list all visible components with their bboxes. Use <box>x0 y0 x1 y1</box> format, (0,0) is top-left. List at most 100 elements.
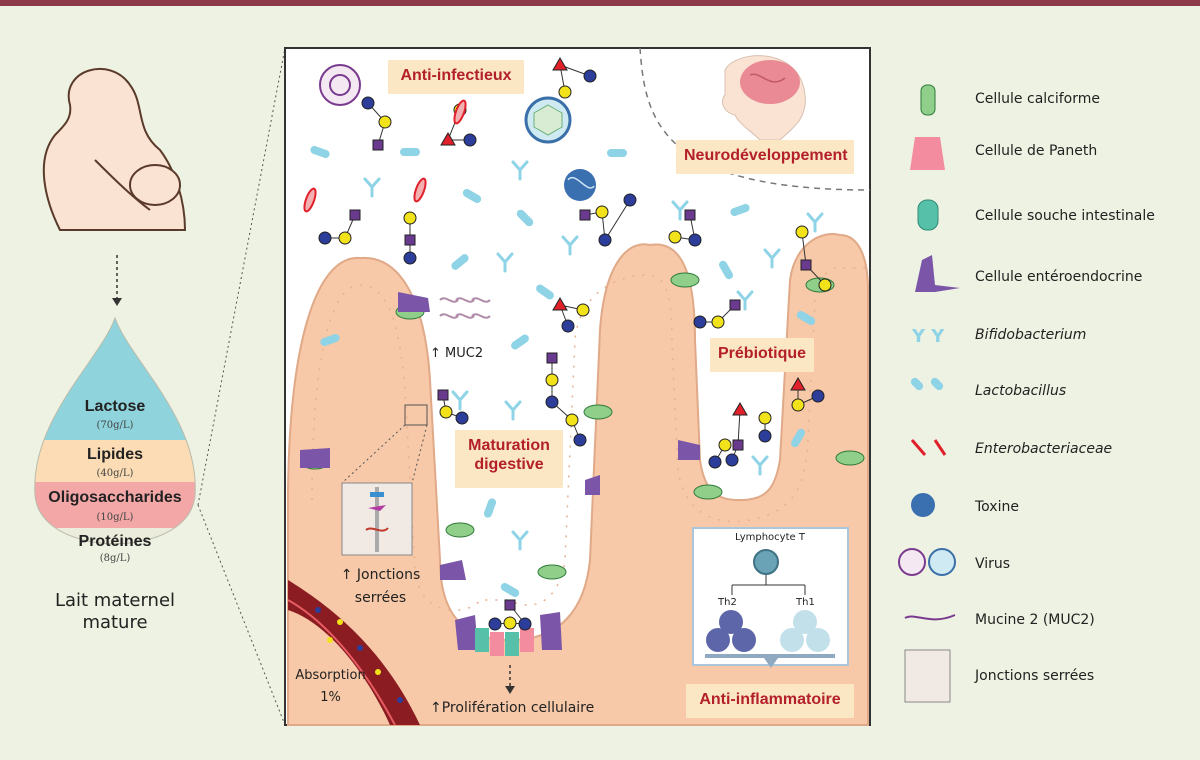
galactose-node <box>818 278 832 292</box>
absorbed-glycan <box>375 669 381 675</box>
galactose-node <box>758 411 772 425</box>
legend-bifidobacterium-label: Bifidobacterium <box>975 327 1087 343</box>
mucin-fibre <box>455 313 475 319</box>
enterobacteria <box>413 177 427 203</box>
galactose-node <box>545 373 559 387</box>
lactobacillus-rod <box>451 254 469 270</box>
drop-amount-lactose: (70g/L) <box>96 420 134 431</box>
galactose-node <box>503 616 517 630</box>
neuro-region-border <box>639 47 871 191</box>
lactobacillus-rod <box>400 148 420 156</box>
absorbed-glycan <box>357 645 363 651</box>
fucose-node <box>732 402 748 416</box>
enterobacteria <box>303 187 317 213</box>
galactose-node <box>718 438 732 452</box>
mucin-fibre <box>439 313 459 319</box>
tight-junction-inset <box>341 482 413 556</box>
galactose-node <box>595 205 609 219</box>
drop-amount-proteines: (8g/L) <box>99 553 131 564</box>
legend-goblet-label: Cellule calciforme <box>975 91 1101 107</box>
mucin-fibre <box>439 297 459 303</box>
bifidobacterium <box>504 400 522 421</box>
callout-neurodeveloppement: Neurodéveloppement <box>676 140 854 174</box>
lactobacillus-rod <box>310 145 330 159</box>
bifidobacterium <box>671 200 689 221</box>
bifidobacterium <box>363 177 381 198</box>
lactobacillus-rod <box>536 284 554 300</box>
bifidobacterium <box>511 160 529 181</box>
galnac-node <box>488 617 502 631</box>
bifidobacterium <box>736 290 754 311</box>
annotation-absorption-line1: Absorption <box>295 668 366 683</box>
callout-anti-infectieux: Anti-infectieux <box>388 60 524 94</box>
annotation-jonctions-line2: serrées <box>354 590 407 606</box>
sialic-acid-node <box>404 234 416 246</box>
sialic-acid-node <box>579 209 591 221</box>
galnac-node <box>693 315 707 329</box>
absorbed-glycan <box>337 619 343 625</box>
legend-virus-label: Virus <box>975 556 1011 572</box>
virus-green <box>524 96 572 144</box>
toxin-ball <box>564 169 596 201</box>
callout-anti-inflammatoire: Anti-inflammatoire <box>686 684 854 718</box>
mother-baby-illustration <box>42 68 187 231</box>
lactobacillus-rod <box>607 149 627 157</box>
svg-text:Y Y: Y Y <box>911 326 945 347</box>
lactobacillus-rod <box>516 209 534 227</box>
galnac-node <box>758 429 772 443</box>
crypt-cells <box>475 628 534 656</box>
sialic-acid-node <box>546 352 558 364</box>
annotation-absorption-line2: 1% <box>320 690 341 705</box>
absorbed-glycan <box>397 697 403 703</box>
galactose-node <box>403 211 417 225</box>
lactobacillus-rod <box>730 203 750 217</box>
lymphocyte-diagram <box>705 549 835 668</box>
drop-amount-lipides: (40g/L) <box>96 468 134 479</box>
legend-icons: Y Y <box>898 84 960 703</box>
galnac-node <box>598 233 612 247</box>
lymphocyte-title: Lymphocyte T <box>735 532 805 543</box>
galnac-node <box>725 453 739 467</box>
enteroendocrine-cells <box>300 292 700 650</box>
annotation-muc2: ↑ MUC2 <box>430 346 484 361</box>
galactose-node <box>378 115 392 129</box>
legend-paneth-label: Cellule de Paneth <box>975 143 1098 159</box>
enterobacteria <box>453 99 467 125</box>
mucin-fibre <box>471 313 491 319</box>
drop-caption-line2: mature <box>82 612 148 633</box>
galactose-node <box>565 413 579 427</box>
sialic-acid-node <box>437 389 449 401</box>
tight-junction-zoom-box <box>404 404 428 426</box>
galnac-node <box>518 617 532 631</box>
absorbed-glycan <box>327 637 333 643</box>
drop-label-oligosaccharides: Oligosaccharides <box>48 489 182 506</box>
sialic-acid-node <box>729 299 741 311</box>
bifidobacterium <box>751 455 769 476</box>
annotation-jonctions-line1: ↑ Jonctions <box>340 567 421 583</box>
galactose-node <box>439 405 453 419</box>
galnac-node <box>361 96 375 110</box>
sialic-acid-node <box>372 139 384 151</box>
legend-lactobacillus-label: Lactobacillus <box>975 383 1067 399</box>
drop-label-lactose: Lactose <box>84 398 146 415</box>
bifidobacterium <box>496 252 514 273</box>
drop-amount-oligosaccharides: (10g/L) <box>96 512 134 523</box>
bifidobacterium <box>763 248 781 269</box>
callout-prebiotique: Prébiotique <box>710 338 814 372</box>
lactobacillus-rod <box>320 333 340 347</box>
bifidobacterium <box>561 235 579 256</box>
drop-label-proteines: Protéines <box>78 533 152 550</box>
sialic-acid-node <box>800 259 812 271</box>
galactose-node <box>711 315 725 329</box>
sialic-acid-node <box>732 439 744 451</box>
legend-stem-label: Cellule souche intestinale <box>975 208 1155 224</box>
callout-maturation-digestive: Maturation digestive <box>455 430 563 488</box>
legend-enteroendocrine-label: Cellule entéroendocrine <box>975 269 1143 285</box>
callout-maturation-line2: digestive <box>474 456 544 473</box>
lymphocyte-th1-label: Th1 <box>796 597 815 608</box>
absorbed-glycan <box>315 607 321 613</box>
lactobacillus-rod <box>791 428 805 448</box>
sialic-acid-node <box>504 599 516 611</box>
galnac-node <box>573 433 587 447</box>
